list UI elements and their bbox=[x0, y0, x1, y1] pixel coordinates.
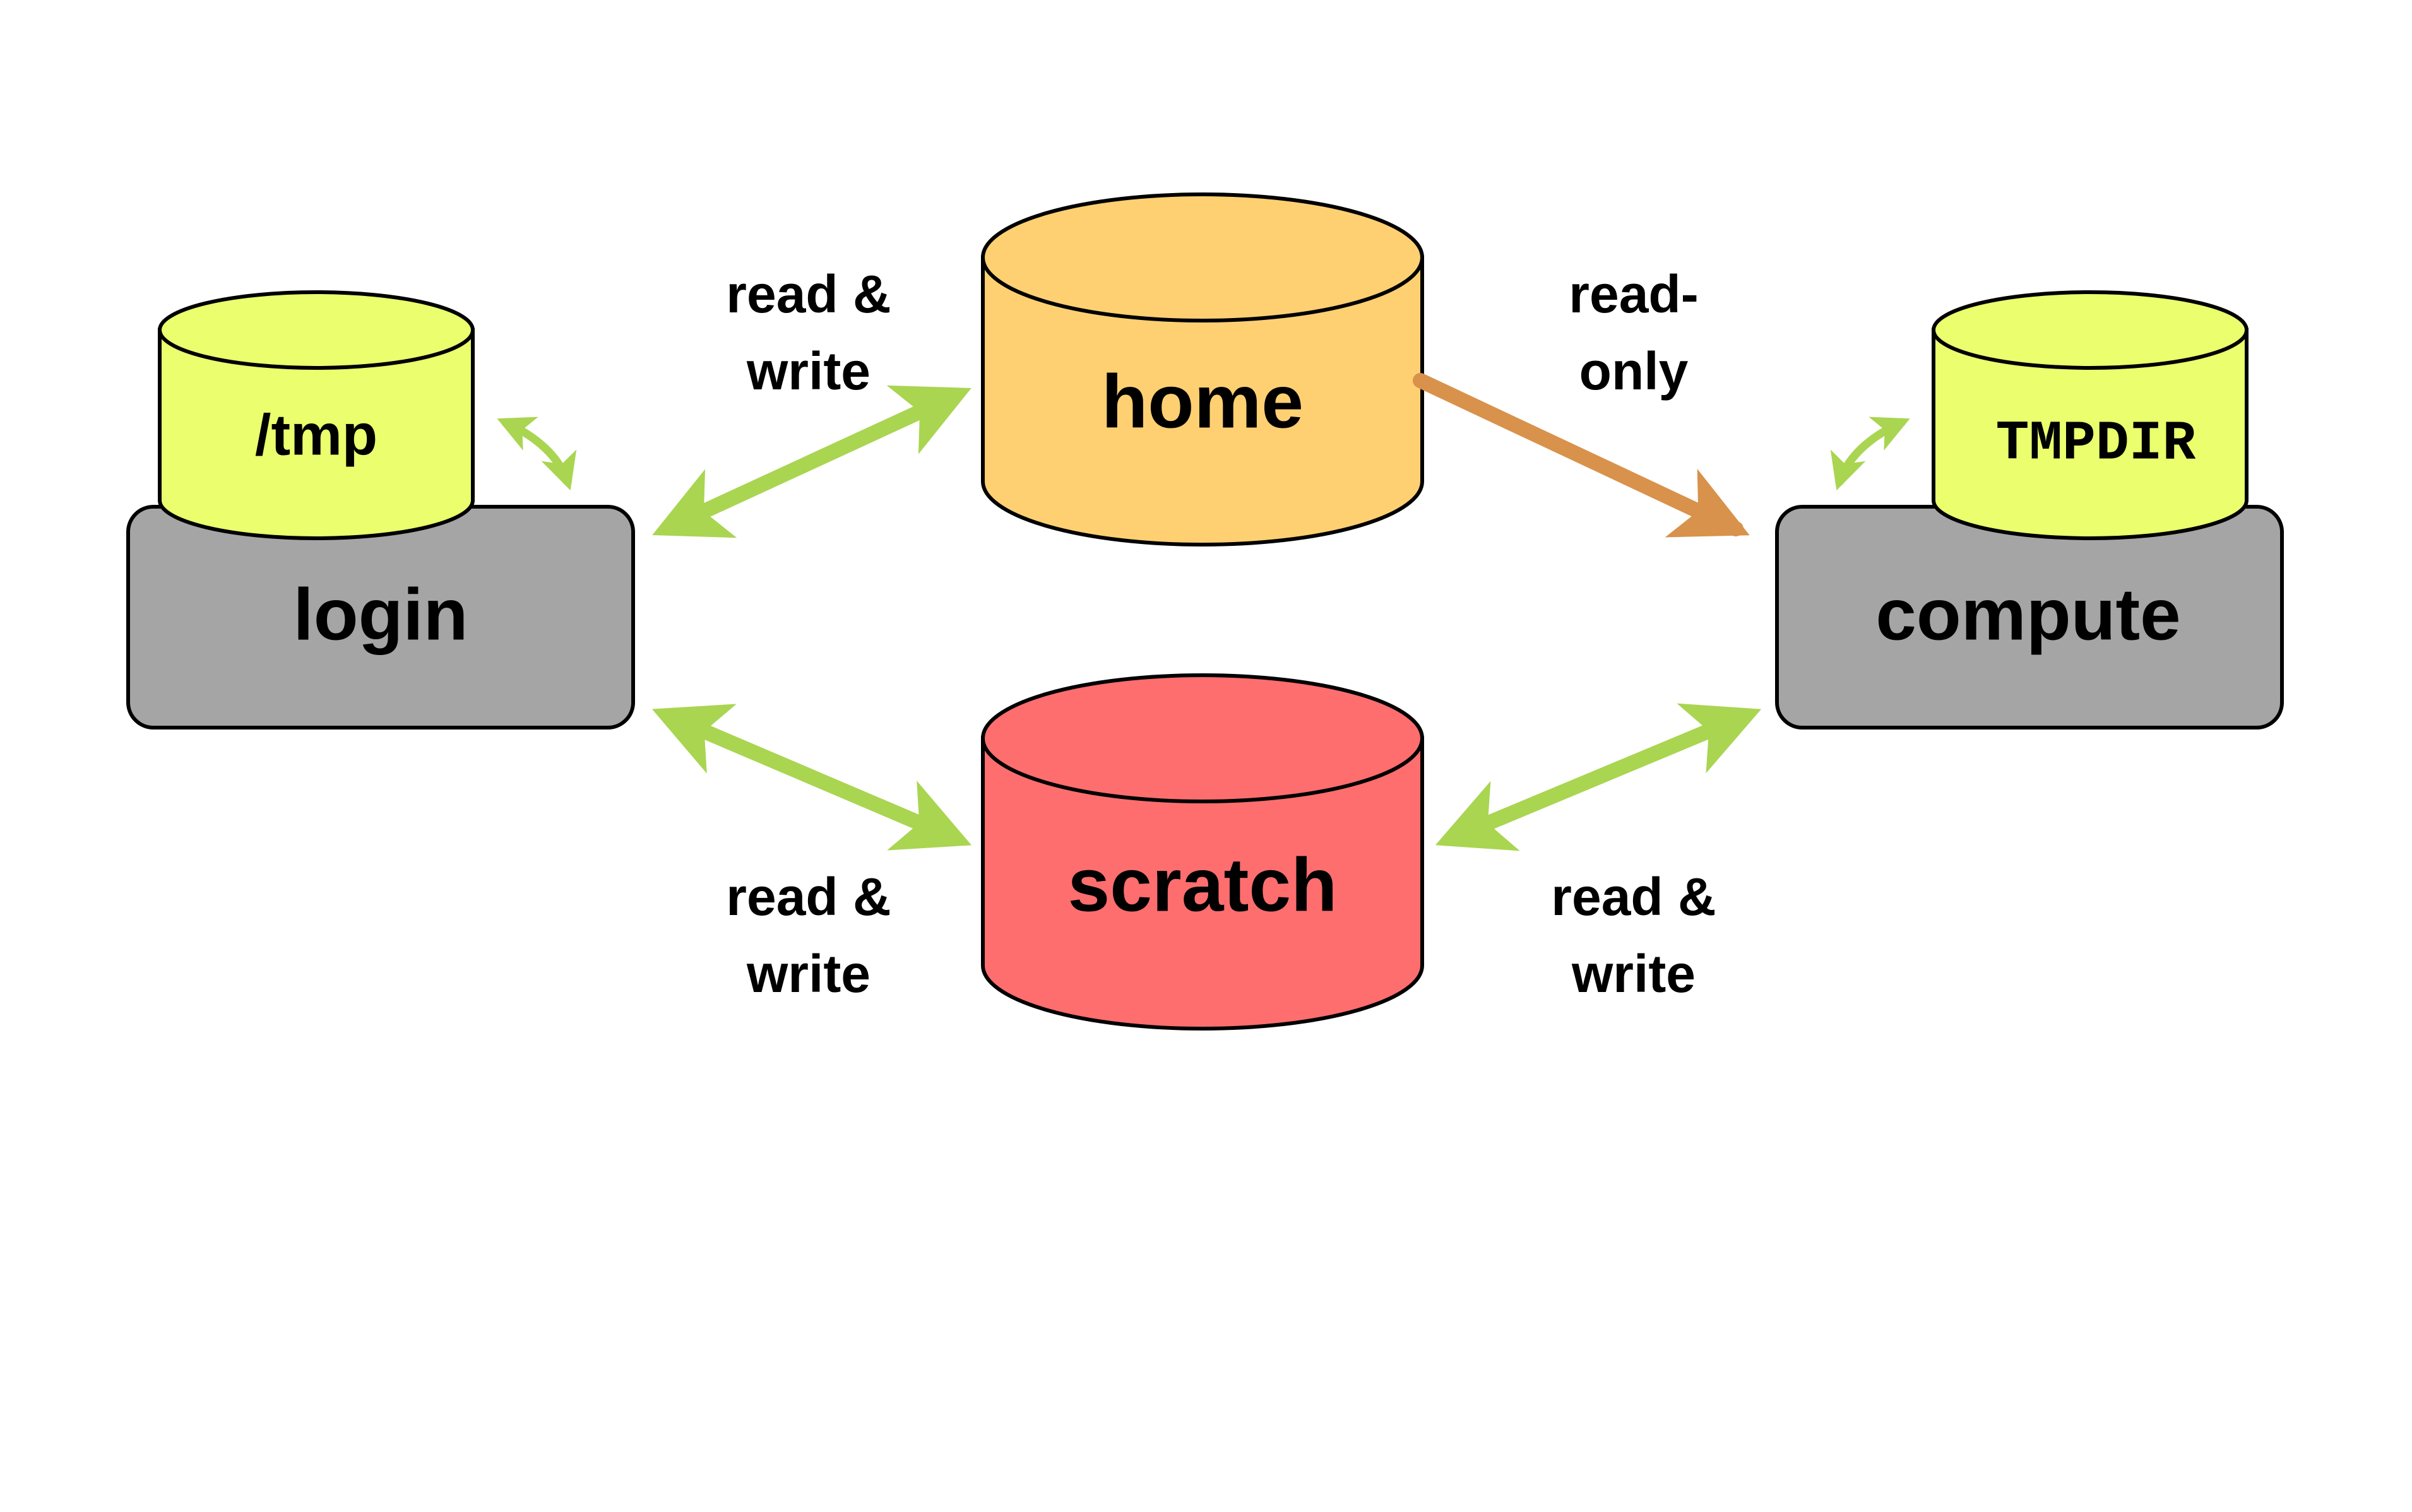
home-compute-label-line1: read- bbox=[1569, 264, 1698, 324]
tmpdir-label: TMPDIR bbox=[1996, 413, 2196, 475]
tmpdir-compute-arrow bbox=[1830, 416, 1910, 491]
tmp-cylinder bbox=[158, 290, 475, 540]
login-scratch-arrow bbox=[651, 704, 972, 851]
login-home-arrow bbox=[652, 385, 971, 538]
scratch-compute-label-line2: write bbox=[1571, 944, 1696, 1003]
login-home-label-line1: read & bbox=[726, 264, 891, 324]
compute-node: TMPDIR compute bbox=[1775, 290, 2284, 729]
login-scratch-label-line1: read & bbox=[726, 867, 891, 926]
scratch-label: scratch bbox=[1068, 843, 1338, 928]
login-home-label-line2: write bbox=[746, 341, 870, 401]
tmpdir-cylinder bbox=[1932, 290, 2249, 540]
home-compute-arrow bbox=[1413, 373, 1750, 538]
home-compute-label-line2: only bbox=[1579, 341, 1689, 401]
login-scratch-label-line2: write bbox=[746, 944, 870, 1003]
home-label: home bbox=[1102, 360, 1304, 444]
tmp-label: /tmp bbox=[255, 403, 377, 467]
login-node: /tmp login bbox=[126, 290, 635, 729]
login-label: login bbox=[293, 574, 468, 656]
scratch-compute-label-line1: read & bbox=[1551, 867, 1716, 926]
compute-label: compute bbox=[1875, 574, 2180, 656]
home-cylinder bbox=[981, 192, 1424, 546]
scratch-cylinder bbox=[981, 673, 1424, 1031]
scratch-compute-arrow bbox=[1435, 703, 1762, 851]
tmp-login-arrow bbox=[497, 416, 577, 491]
